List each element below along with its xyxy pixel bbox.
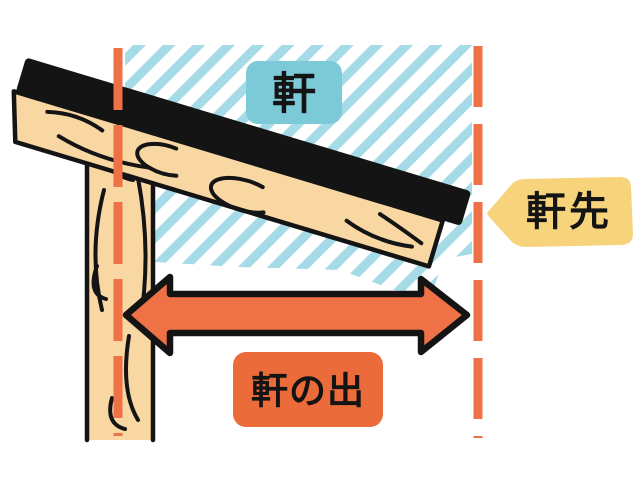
noki-label-text: 軒 [272, 70, 316, 119]
nokisaki-label-text: 軒先 [526, 190, 612, 234]
noki-label: 軒 [246, 61, 342, 124]
eaves-depth-double-arrow-icon [122, 273, 471, 357]
noki-label-bg [246, 61, 342, 124]
roof-rafter-grain [45, 109, 424, 249]
nokisaki-label: 軒先 [487, 176, 633, 247]
roof-covering [16, 58, 471, 225]
nokisaki-label-bg [487, 176, 633, 247]
nokinode-label-bg [233, 352, 383, 427]
nokinode-label-text: 軒の出 [251, 371, 365, 412]
nokinode-label: 軒の出 [233, 352, 383, 427]
